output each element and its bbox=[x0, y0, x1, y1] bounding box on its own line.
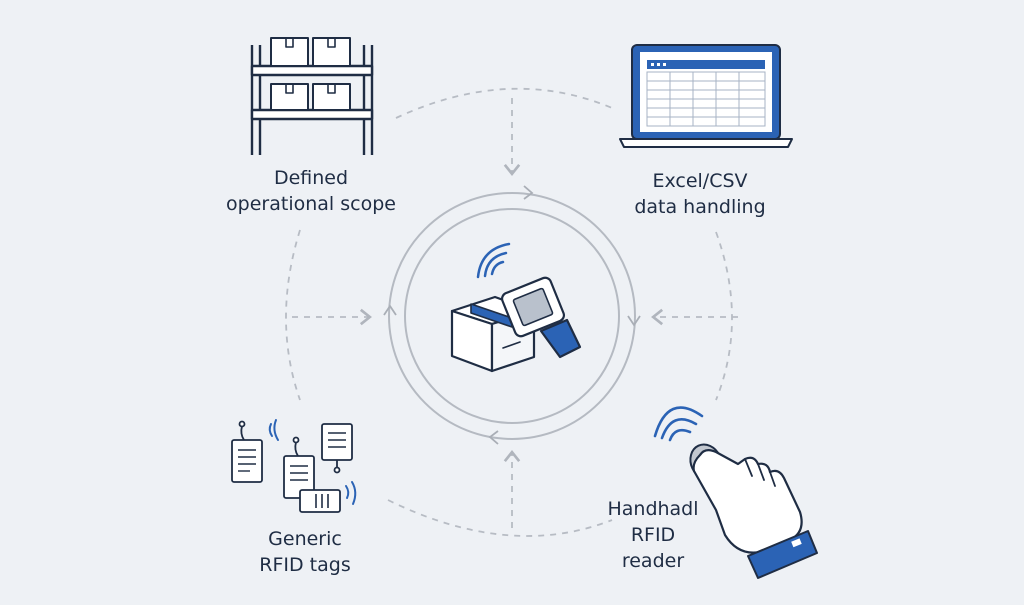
scanner-handle bbox=[539, 318, 582, 359]
label-line: reader bbox=[621, 550, 685, 572]
dashed-arc-top bbox=[395, 87, 613, 119]
dashed-arc-right bbox=[715, 231, 733, 401]
dashed-arc-left bbox=[285, 229, 301, 401]
label-line: RFID bbox=[630, 524, 676, 546]
laptop-spreadsheet-icon bbox=[619, 44, 793, 148]
dashed-spokes bbox=[292, 98, 738, 528]
ring-arrowhead-top bbox=[523, 185, 534, 200]
label-line: Generic bbox=[268, 528, 342, 550]
label-line: Handhadl bbox=[607, 498, 699, 520]
ring-arrowhead-bottom bbox=[488, 430, 499, 445]
center-rings bbox=[388, 192, 636, 440]
warehouse-shelf-icon bbox=[250, 37, 374, 155]
rfid-tags-icon bbox=[231, 419, 357, 513]
label-handheld-rfid-reader: Handhadl RFID reader bbox=[588, 496, 718, 574]
ring-arrowheads bbox=[383, 185, 641, 445]
label-defined-operational-scope: Defined operational scope bbox=[206, 165, 416, 217]
box-scanner-icon bbox=[450, 242, 582, 373]
outer-ring bbox=[388, 192, 636, 440]
ring-arrowhead-left bbox=[383, 304, 397, 316]
label-line: operational scope bbox=[226, 193, 396, 215]
label-line: RFID tags bbox=[259, 554, 351, 576]
label-excel-csv-data-handling: Excel/CSV data handling bbox=[600, 168, 800, 220]
inner-ring bbox=[404, 208, 620, 424]
label-generic-rfid-tags: Generic RFID tags bbox=[215, 526, 395, 578]
dashed-arc-bottom bbox=[387, 499, 613, 537]
scanner-screen bbox=[512, 287, 554, 327]
box-label bbox=[502, 341, 521, 349]
label-line: Defined bbox=[273, 167, 349, 189]
label-line: Excel/CSV bbox=[652, 170, 748, 192]
hand-tap-icon bbox=[653, 406, 818, 579]
outer-dashed-loop bbox=[285, 87, 733, 537]
scanner-signal-waves bbox=[476, 242, 511, 279]
ring-arrowhead-right bbox=[627, 315, 641, 327]
label-line: data handling bbox=[634, 196, 766, 218]
